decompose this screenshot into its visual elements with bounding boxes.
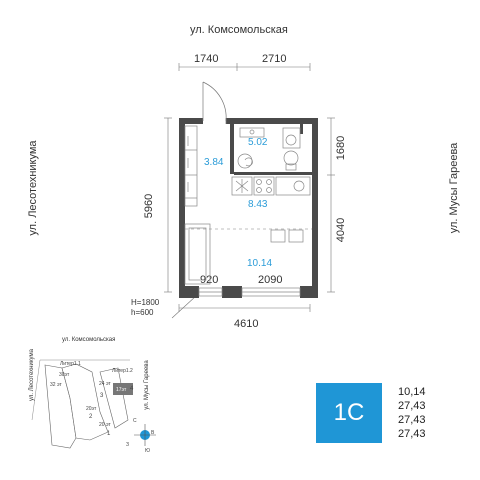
compass-east: В [151,430,155,436]
window-height: H=1800 [131,298,160,307]
room-area-bath: 5.02 [248,137,268,148]
site-floors-20b: 20 эт [99,422,111,428]
dim-top-left: 1740 [194,53,219,65]
dim-overall-width: 4610 [234,318,259,330]
site-building-highlight [113,383,133,395]
site-street-right: ул. Мусы Гареева [144,360,150,410]
site-num-3: 3 [100,393,104,399]
apartment-type-label: 1С [333,399,365,426]
compass-west: З [126,442,130,448]
site-floors-24: 24 эт [99,381,111,387]
room-area-hall: 3.84 [204,157,224,168]
site-num-4: 4 [130,386,134,392]
summary-area-2: 27,43 [398,400,426,412]
summary-area-3: 27,43 [398,414,426,426]
site-floors-20a: 20эт [86,406,97,412]
site-building-outline-center [61,363,109,441]
site-num-1: 1 [107,431,111,437]
dining-table [270,229,304,243]
site-building-outline-right [99,367,129,429]
dim-top-right: 2710 [262,53,287,65]
site-liter-1-1: Литер1.1 [60,361,81,367]
site-floors-17: 17эт [116,387,127,393]
street-top-label: ул. Комсомольская [190,24,288,36]
dimension-lines [164,63,335,319]
compass-north: С [133,418,137,424]
dim-bottom-left: 920 [200,274,219,286]
sofa [184,223,211,285]
bathroom-fixtures [237,127,301,171]
site-floors-30: 30эт [59,372,70,378]
site-street-top: ул. Комсомольская [62,337,116,343]
site-floors-32: 32 эт [50,382,62,388]
summary-area-4: 27,43 [398,428,426,440]
site-liter-1-2: Литер1.2 [112,368,133,374]
site-street-left: ул. Лесотехникума [29,349,35,401]
dim-bottom-right: 2090 [258,274,283,286]
compass-south: Ю [145,448,151,454]
apartment-type-badge: 1С [316,383,382,443]
room-area-kitchen: 8.43 [248,199,268,210]
walls [179,118,318,298]
kitchen-fixtures [231,176,311,196]
window-sill-height: h=600 [131,308,154,317]
windows [198,287,301,297]
room-area-living: 10.14 [247,258,273,269]
site-num-2: 2 [89,414,93,420]
summary-living-area: 10,14 [398,386,426,398]
wardrobe [184,125,198,207]
entrance-door [202,81,227,124]
